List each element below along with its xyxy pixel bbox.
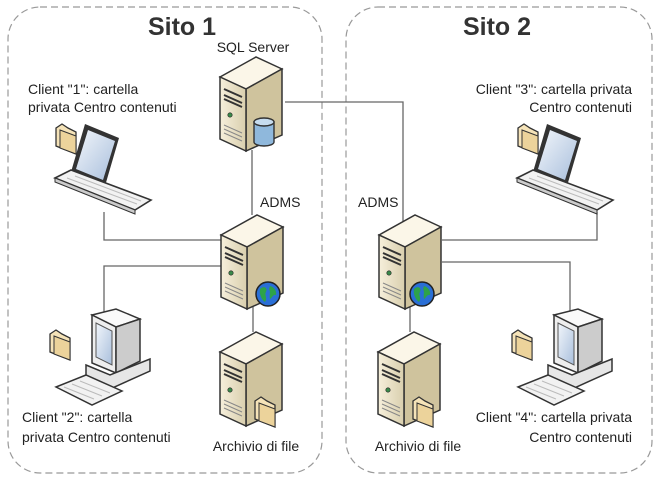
folder-icon [511,329,533,361]
adms1-label: ADMS [260,194,300,210]
globe-icon [255,281,281,307]
client1-label-line2: privata Centro contenuti [28,99,177,115]
link-client4-adms2 [442,261,571,312]
site-2-boundary [345,6,653,474]
site-2-title: Sito 2 [463,13,531,41]
site-1-boundary [7,6,323,474]
client1-label-line1: Client "1": cartella [28,81,139,97]
client2-label-line1: Client "2": cartella [22,409,133,425]
client4-label-line2: Centro contenuti [529,429,632,445]
link-client2-adms1 [103,265,221,312]
archive2-label: Archivio di file [375,438,462,454]
folder-icon [55,123,77,155]
folder-icon [517,123,539,155]
client3-label-line2: Centro contenuti [529,99,632,115]
client4-label-line1: Client "4": cartella privata [476,409,632,425]
folder-icon [49,329,71,361]
globe-icon [409,281,435,307]
client3-label-line1: Client "3": cartella privata [476,81,632,97]
sql-server-label: SQL Server [217,39,290,55]
link-client1-adms1 [103,212,221,241]
database-icon [253,117,275,147]
link-sql-adms2 [285,101,404,225]
link-client3-adms2 [442,212,598,241]
adms2-label: ADMS [358,194,398,210]
client2-label-line2: privata Centro contenuti [22,429,171,445]
archive1-label: Archivio di file [213,438,300,454]
site-1-title: Sito 1 [148,13,216,41]
